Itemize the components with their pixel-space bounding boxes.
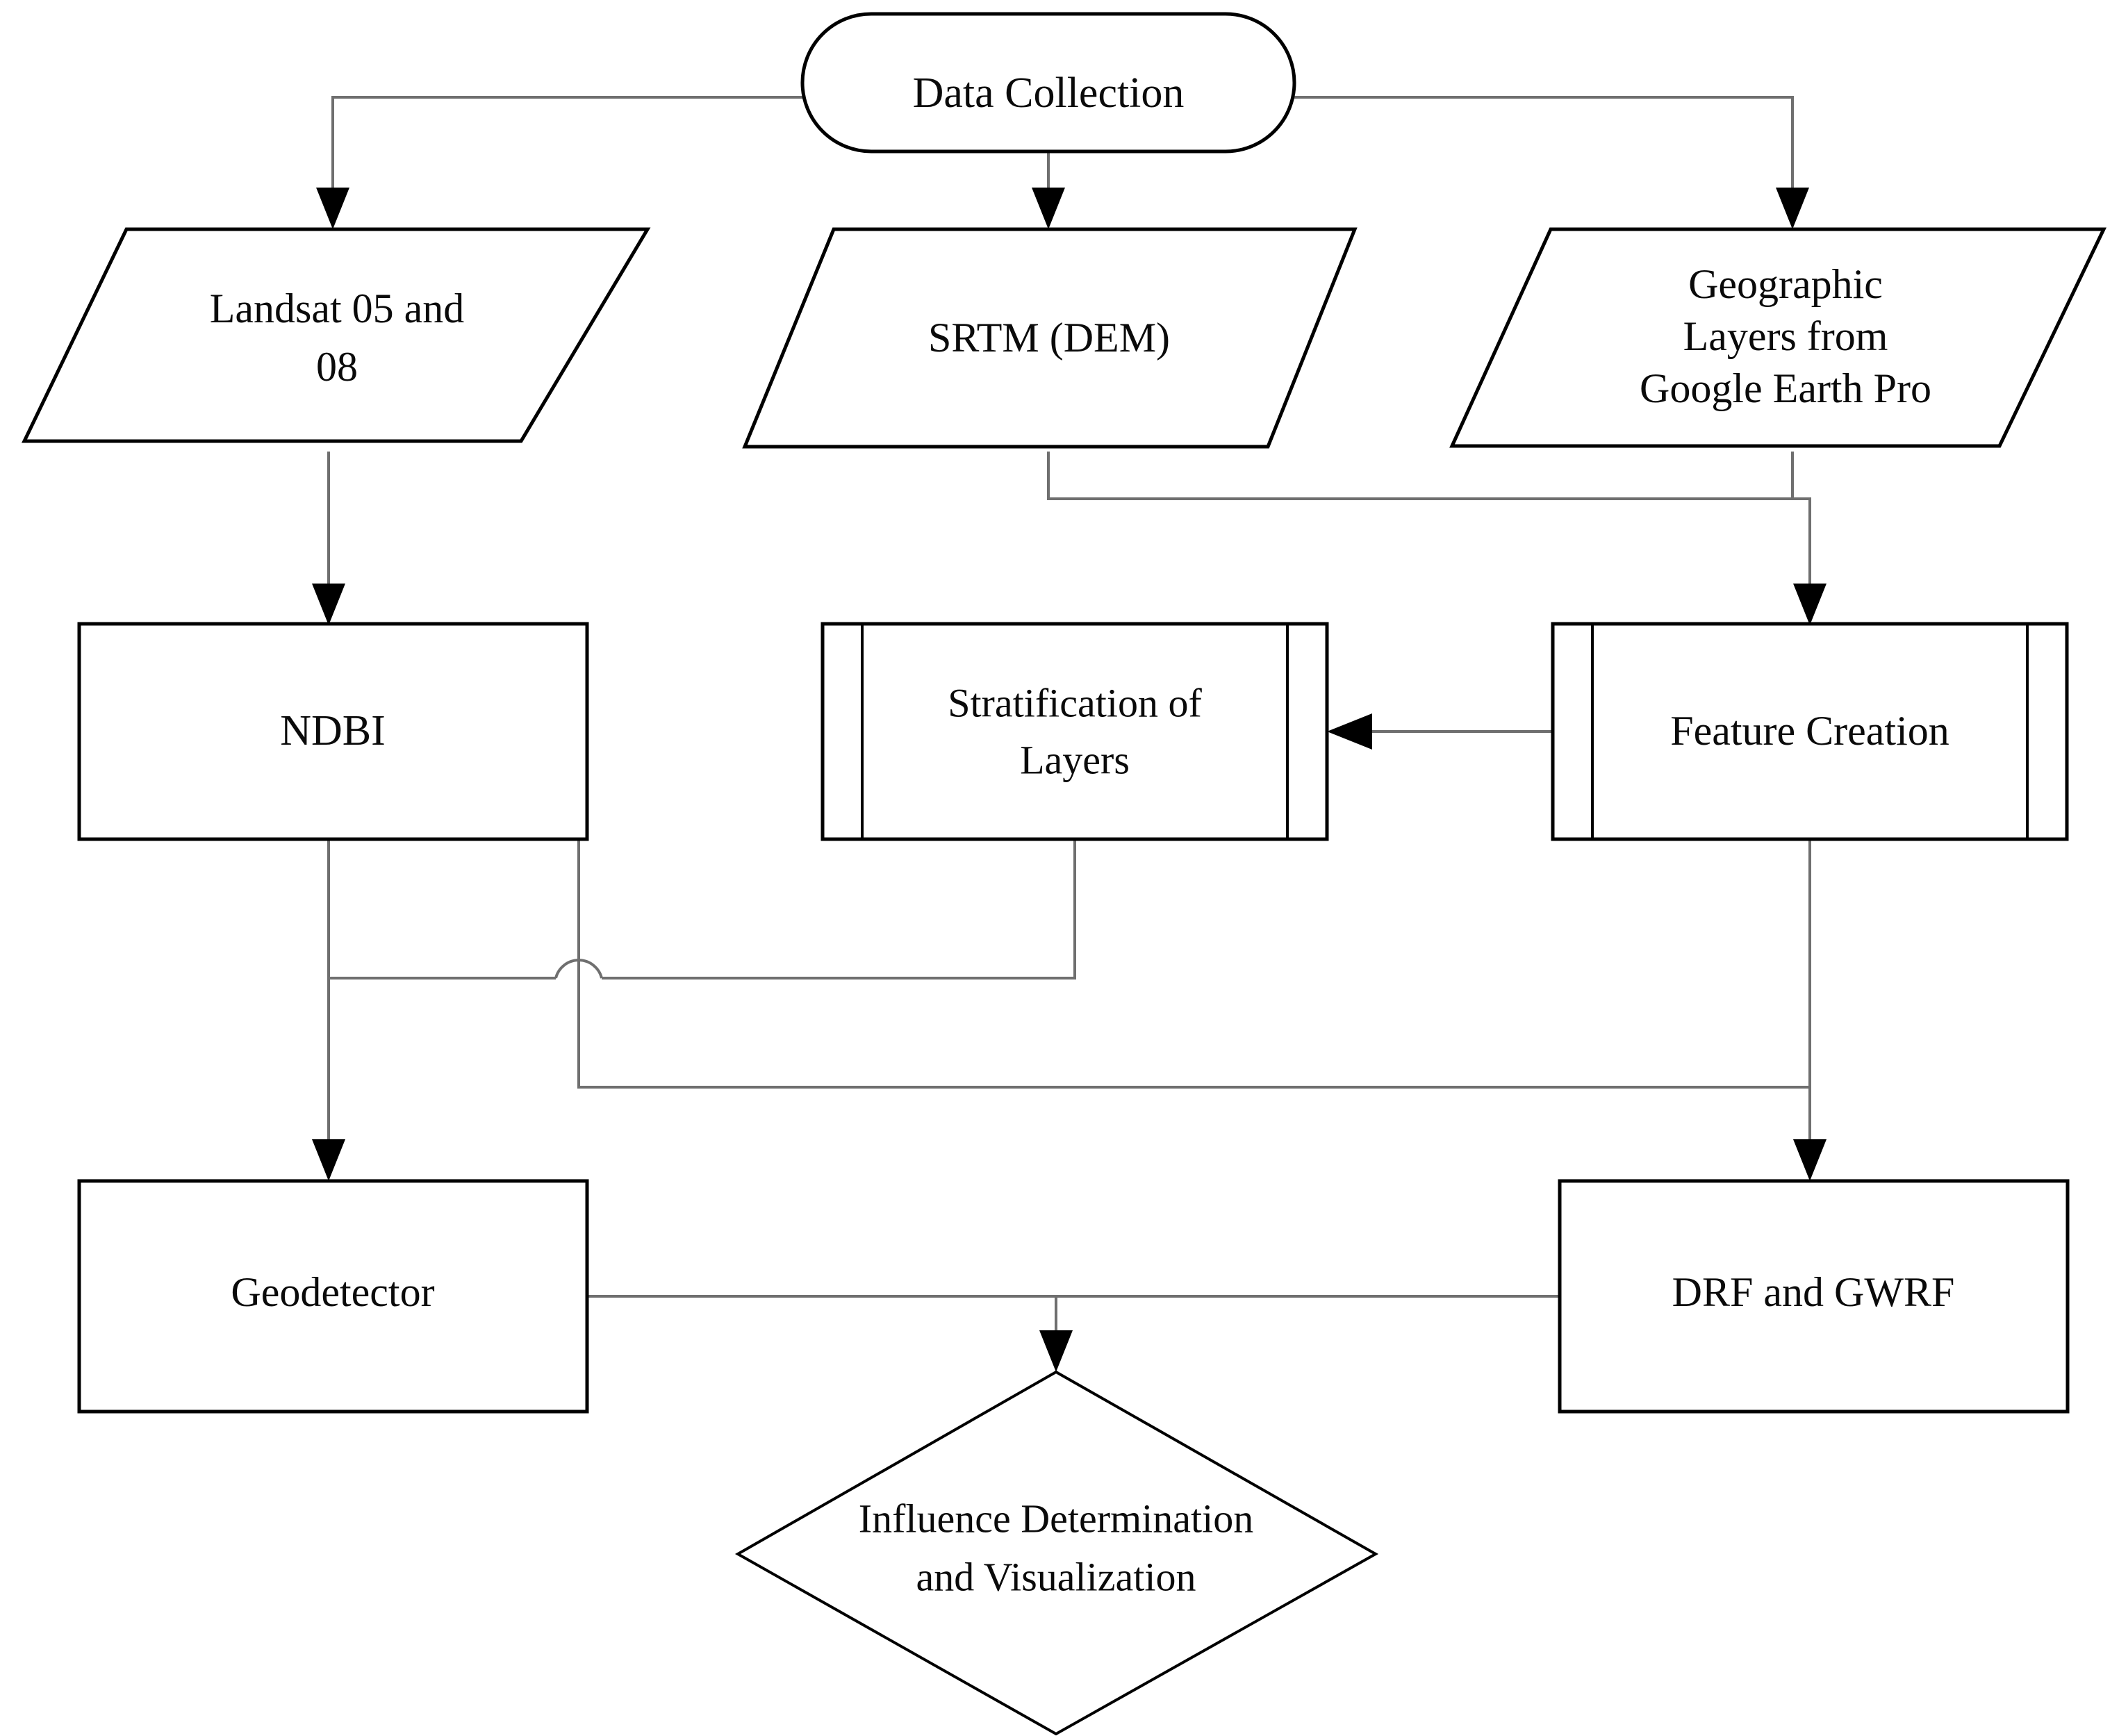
edge-ndbi-to-geodetector: [312, 839, 345, 1181]
node-geographic-layers[interactable]: Geographic Layers from Google Earth Pro: [1449, 227, 2106, 448]
geographic-layers-label-line-1: Geographic: [1688, 261, 1883, 307]
ndbi-label: NDBI: [280, 707, 386, 754]
srtm-label: SRTM (DEM): [928, 315, 1170, 361]
drf-gwrf-label: DRF and GWRF: [1672, 1269, 1955, 1315]
edge-ndbi-to-drf-gwrf: [577, 839, 1810, 1089]
drf-gwrf-shape: [1558, 1179, 2070, 1414]
geographic-layers-shape: [1449, 227, 2106, 448]
landsat-label-line-1: Landsat 05 and: [210, 286, 465, 331]
geographic-layers-label-line-3: Google Earth Pro: [1640, 365, 1931, 411]
node-data-collection[interactable]: Data Collection: [800, 12, 1296, 154]
feature-creation-label: Feature Creation: [1670, 708, 1949, 754]
stratification-label-line-2: Layers: [1020, 737, 1130, 782]
edge-feature-creation-to-stratification: [1327, 713, 1553, 750]
data-collection-shape: [800, 12, 1296, 154]
stratification-shape: [821, 622, 1329, 841]
node-geodetector[interactable]: Geodetector: [77, 1179, 589, 1414]
srtm-shape: [742, 227, 1358, 449]
geodetector-shape: [77, 1179, 589, 1414]
influence-label-line-2: and Visualization: [916, 1554, 1196, 1599]
edge-stratification-to-geodetector: [329, 839, 1076, 979]
node-srtm[interactable]: SRTM (DEM): [742, 227, 1358, 449]
edge-geographic-layers-to-feature-creation: [1791, 452, 1827, 625]
edge-feature-creation-to-drf-gwrf: [1793, 839, 1827, 1181]
influence-label-line-1: Influence Determination: [859, 1496, 1253, 1541]
node-influence[interactable]: Influence Determination and Visualizatio…: [734, 1370, 1379, 1736]
geodetector-label: Geodetector: [231, 1269, 434, 1315]
ndbi-shape: [77, 622, 589, 841]
edge-landsat-to-ndbi: [312, 452, 345, 625]
landsat-label-line-2: 08: [316, 344, 358, 390]
node-stratification[interactable]: Stratification of Layers: [821, 622, 1329, 841]
stratification-label-line-1: Stratification of: [948, 680, 1202, 725]
edge-data-collection-to-srtm: [1032, 151, 1065, 229]
node-drf-gwrf[interactable]: DRF and GWRF: [1558, 1179, 2070, 1414]
edge-data-collection-to-geographic-layers: [1294, 96, 1809, 229]
node-landsat[interactable]: Landsat 05 and 08: [22, 227, 651, 443]
data-collection-label: Data Collection: [913, 69, 1185, 117]
geographic-layers-label-line-2: Layers from: [1683, 313, 1888, 359]
edge-geodetector-to-influence: [587, 1295, 1057, 1348]
edge-data-collection-to-landsat: [316, 96, 802, 229]
node-ndbi[interactable]: NDBI: [77, 622, 589, 841]
connector-layer: [312, 96, 1827, 1372]
landsat-shape: [22, 227, 651, 443]
edge-drf-gwrf-to-influence: [1039, 1295, 1560, 1372]
node-feature-creation[interactable]: Feature Creation: [1551, 622, 2069, 841]
influence-shape: [734, 1370, 1379, 1736]
edge-srtm-to-feature-creation: [1047, 452, 1810, 500]
feature-creation-shape: [1551, 622, 2069, 841]
